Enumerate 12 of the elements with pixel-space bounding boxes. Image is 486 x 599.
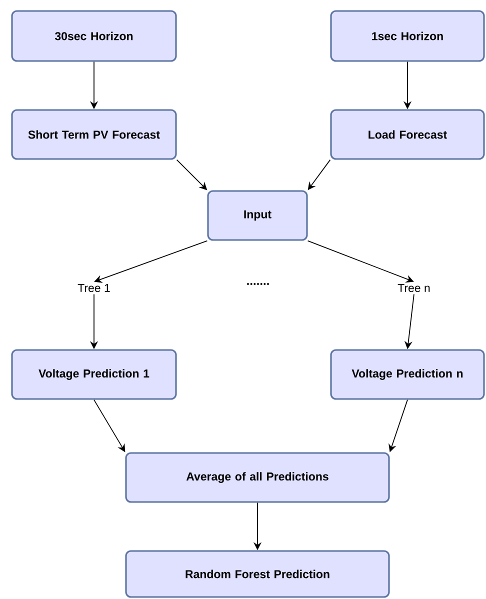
process-box: Short Term PV Forecast xyxy=(11,109,177,160)
process-box: Input xyxy=(207,190,308,241)
process-box: Average of all Predictions xyxy=(125,452,390,503)
process-box: Load Forecast xyxy=(330,109,485,160)
process-box: 30sec Horizon xyxy=(11,10,177,62)
process-box: 1sec Horizon xyxy=(330,10,485,62)
process-box: Voltage Prediction n xyxy=(330,349,485,400)
tree-label: Tree n xyxy=(398,284,430,292)
tree-label: Tree 1 xyxy=(78,284,110,292)
process-box: Random Forest Prediction xyxy=(125,550,390,598)
process-box: Voltage Prediction 1 xyxy=(11,349,177,400)
ellipsis-label: ....... xyxy=(247,283,269,285)
